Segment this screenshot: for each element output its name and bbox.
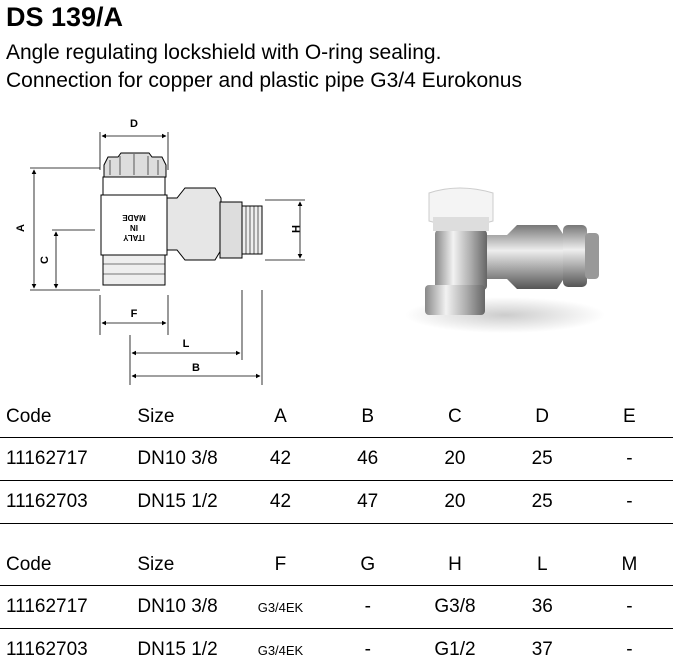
table-row: 11162717 DN10 3/8 42 46 20 25 - (0, 438, 673, 481)
table-header-cell: E (586, 397, 673, 438)
table-cell: - (586, 586, 673, 629)
table-row: 11162703 DN15 1/2 G3/4EK - G1/2 37 - (0, 629, 673, 671)
table-header-cell: Code (0, 545, 137, 586)
table-cell: 46 (324, 438, 411, 481)
table-cell: DN10 3/8 (137, 438, 236, 481)
table-cell: 25 (499, 481, 586, 524)
table-row: 11162717 DN10 3/8 G3/4EK - G3/8 36 - (0, 586, 673, 629)
table-cell: 42 (237, 438, 324, 481)
table-header-cell: A (237, 397, 324, 438)
table-cell: - (586, 438, 673, 481)
table-cell: DN15 1/2 (137, 481, 236, 524)
page-title: DS 139/A (6, 2, 123, 33)
table-header-cell: C (411, 397, 498, 438)
body-text-made: MADE (122, 213, 146, 222)
body-text-italy: ITALY (122, 233, 144, 242)
table-cell: DN10 3/8 (137, 586, 236, 629)
table-cell: 11162717 (0, 438, 137, 481)
table-header-cell: Size (137, 545, 236, 586)
spec-table-1: Code Size A B C D E 11162717 DN10 3/8 42… (0, 397, 673, 524)
table-cell: - (324, 586, 411, 629)
table-cell: G3/4EK (237, 629, 324, 671)
table-cell: 11162717 (0, 586, 137, 629)
table-cell: 11162703 (0, 629, 137, 671)
spec-table-2: Code Size F G H L M 11162717 DN10 3/8 G3… (0, 545, 673, 671)
table-cell: 47 (324, 481, 411, 524)
table-header-row: Code Size F G H L M (0, 545, 673, 586)
table-cell: G1/2 (411, 629, 498, 671)
dim-label-b: B (192, 362, 200, 374)
dim-label-c: C (39, 256, 51, 264)
table-header-cell: L (499, 545, 586, 586)
dim-label-d: D (130, 118, 138, 130)
dim-label-l: L (183, 338, 190, 350)
subtitle-line-2: Connection for copper and plastic pipe G… (6, 68, 522, 93)
table-header-cell: Code (0, 397, 137, 438)
table-cell: 11162703 (0, 481, 137, 524)
table-cell: DN15 1/2 (137, 629, 236, 671)
table-cell: 25 (499, 438, 586, 481)
table-cell: - (586, 629, 673, 671)
dim-label-h: H (289, 225, 301, 233)
table-cell: 20 (411, 438, 498, 481)
table-cell: - (586, 481, 673, 524)
table-cell: 20 (411, 481, 498, 524)
table-row: 11162703 DN15 1/2 42 47 20 25 - (0, 481, 673, 524)
table-header-cell: B (324, 397, 411, 438)
product-photo (395, 175, 615, 335)
table-header-cell: M (586, 545, 673, 586)
technical-drawing: ITALY IN MADE D A C H F L B (0, 110, 320, 390)
table-header-cell: Size (137, 397, 236, 438)
body-text-in: IN (130, 223, 138, 232)
subtitle-line-1: Angle regulating lockshield with O-ring … (6, 40, 441, 65)
table-cell: G3/4EK (237, 586, 324, 629)
table-header-cell: D (499, 397, 586, 438)
table-cell: 37 (499, 629, 586, 671)
table-cell: - (324, 629, 411, 671)
dim-label-a: A (15, 224, 27, 232)
table-header-row: Code Size A B C D E (0, 397, 673, 438)
dim-label-f: F (131, 308, 138, 320)
table-cell: 42 (237, 481, 324, 524)
table-cell: G3/8 (411, 586, 498, 629)
table-header-cell: H (411, 545, 498, 586)
table-cell: 36 (499, 586, 586, 629)
table-header-cell: G (324, 545, 411, 586)
table-header-cell: F (237, 545, 324, 586)
